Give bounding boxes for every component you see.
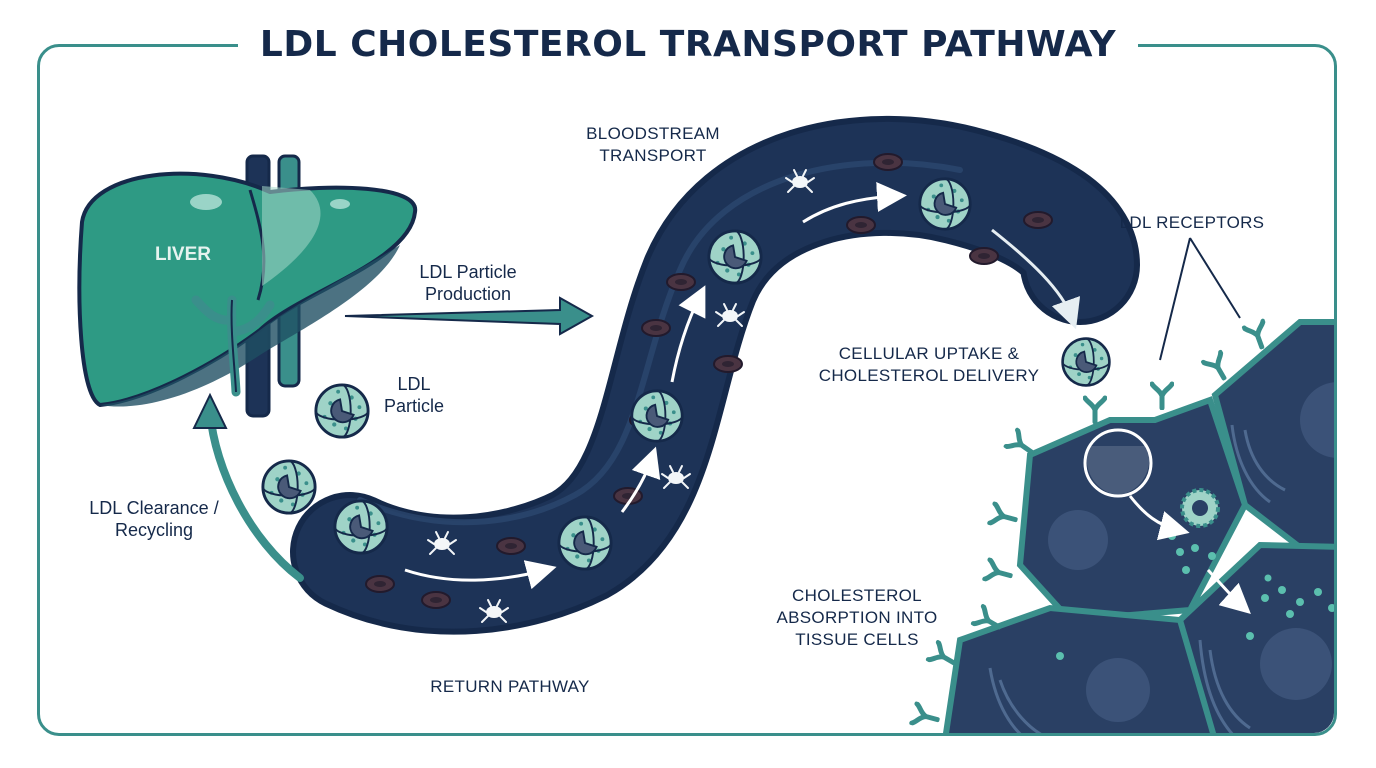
liver-icon [77, 154, 418, 418]
ldl-particle-label: LDL Particle [383, 374, 445, 416]
cholesterol-absorption-label: CHOLESTEROL ABSORPTION INTO TISSUE CELLS [776, 586, 938, 649]
liver-label: LIVER [155, 244, 211, 265]
ldl-receptors-pointer [1159, 237, 1241, 361]
return-pathway-label: RETURN PATHWAY [430, 677, 590, 696]
ldl-particle-production-label: LDL Particle Production [419, 262, 517, 304]
tissue-cell-icon [941, 319, 1334, 733]
blood-vessel-icon [290, 116, 1140, 635]
bloodstream-transport-label: BLOODSTREAM TRANSPORT [586, 124, 720, 165]
arrow-icon [404, 182, 1081, 590]
cellular-uptake-label: CELLULAR UPTAKE & CHOLESTEROL DELIVERY [818, 344, 1040, 385]
ldl-clearance-label: LDL Clearance / Recycling [89, 498, 219, 540]
page-title: LDL CHOLESTEROL TRANSPORT PATHWAY [0, 24, 1376, 65]
ldl-receptors-label: LDL RECEPTORS [1119, 213, 1265, 232]
arrow-icon [192, 296, 595, 582]
